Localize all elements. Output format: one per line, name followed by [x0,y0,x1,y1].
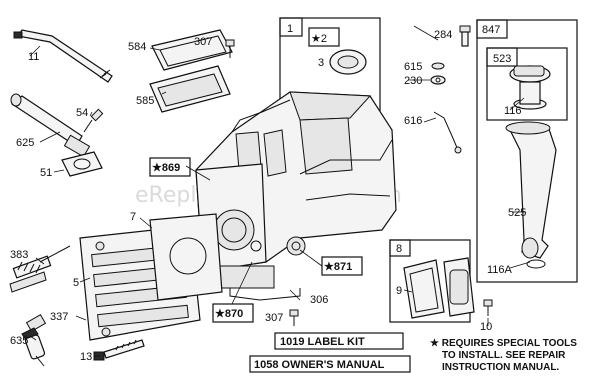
valve-cover-gasket-584 [151,29,233,71]
callout-11: 11 [28,51,39,63]
head-bolt [93,339,145,361]
callout-7: 7 [130,211,136,223]
group-8-tag [389,239,411,257]
callout-1: 1 [287,23,293,35]
screw-307-bottom [289,309,299,326]
oil-fill-tube [505,121,557,269]
callout-525: 525 [508,207,526,219]
callout-870-box [212,303,254,323]
callout-116: 116 [504,105,522,117]
note-line-1: ★ REQUIRES SPECIAL TOOLS [430,338,577,349]
breather-gasket [61,151,103,177]
callout-116a: 116A [487,264,513,276]
callout-54: 54 [76,107,88,119]
owners-manual-box [249,355,411,373]
callout-523: 523 [493,53,511,65]
callout-306: 306 [310,294,328,306]
group-847-tag [476,19,508,39]
callout-625: 625 [16,137,34,149]
breather-cover [403,257,475,319]
callout-51: 51 [40,167,52,179]
callout-584: 584 [128,41,146,53]
callout-870: ★870 [215,308,243,320]
callout-615: 615 [404,61,422,73]
leader-lines [29,25,531,357]
screw-54 [83,108,104,133]
group-2-tag [308,27,340,47]
owners-manual-text: 1058 OWNER'S MANUAL [254,359,385,371]
label-kit-text: 1019 LABEL KIT [280,336,365,348]
head-gasket [149,213,223,301]
breather-tube [10,93,91,158]
callout-2: ★2 [311,33,327,45]
note-line-3: INSTRUCTION MANUAL. [442,362,559,373]
callout-3: 3 [318,57,324,69]
engine-block [195,91,397,301]
callout-10: 10 [480,321,492,333]
callout-337: 337 [50,311,68,323]
group-523-box [486,47,568,121]
callout-284: 284 [434,29,452,41]
spark-plug [21,313,47,367]
callout-230: 230 [404,75,422,87]
screw-307-top [225,39,235,58]
group-523-tag [486,47,518,67]
group-847-box [476,19,578,283]
callout-307-top: 307 [194,36,212,48]
label-kit-box [274,332,404,350]
note-line-2: TO INSTALL. SEE REPAIR [442,350,566,361]
callout-869-box [149,157,191,177]
callout-585: 585 [136,95,154,107]
oil-seal [329,49,367,75]
dipstick-cap [509,65,551,110]
callout-13: 13 [80,351,92,363]
callout-871: ★871 [324,261,352,273]
callout-9: 9 [396,285,402,297]
screw-10 [483,299,493,316]
callout-869: ★869 [152,162,180,174]
fitting-284 [459,25,471,47]
governor-link-616 [433,111,462,154]
callout-307-bottom: 307 [265,312,283,324]
callout-616: 616 [404,115,422,127]
callout-5: 5 [73,277,79,289]
governor-parts [430,62,446,85]
callout-635: 635 [10,335,28,347]
callout-8: 8 [396,243,402,255]
callout-847: 847 [482,24,500,36]
callout-383: 383 [10,249,28,261]
dipstick-tube [13,29,113,83]
